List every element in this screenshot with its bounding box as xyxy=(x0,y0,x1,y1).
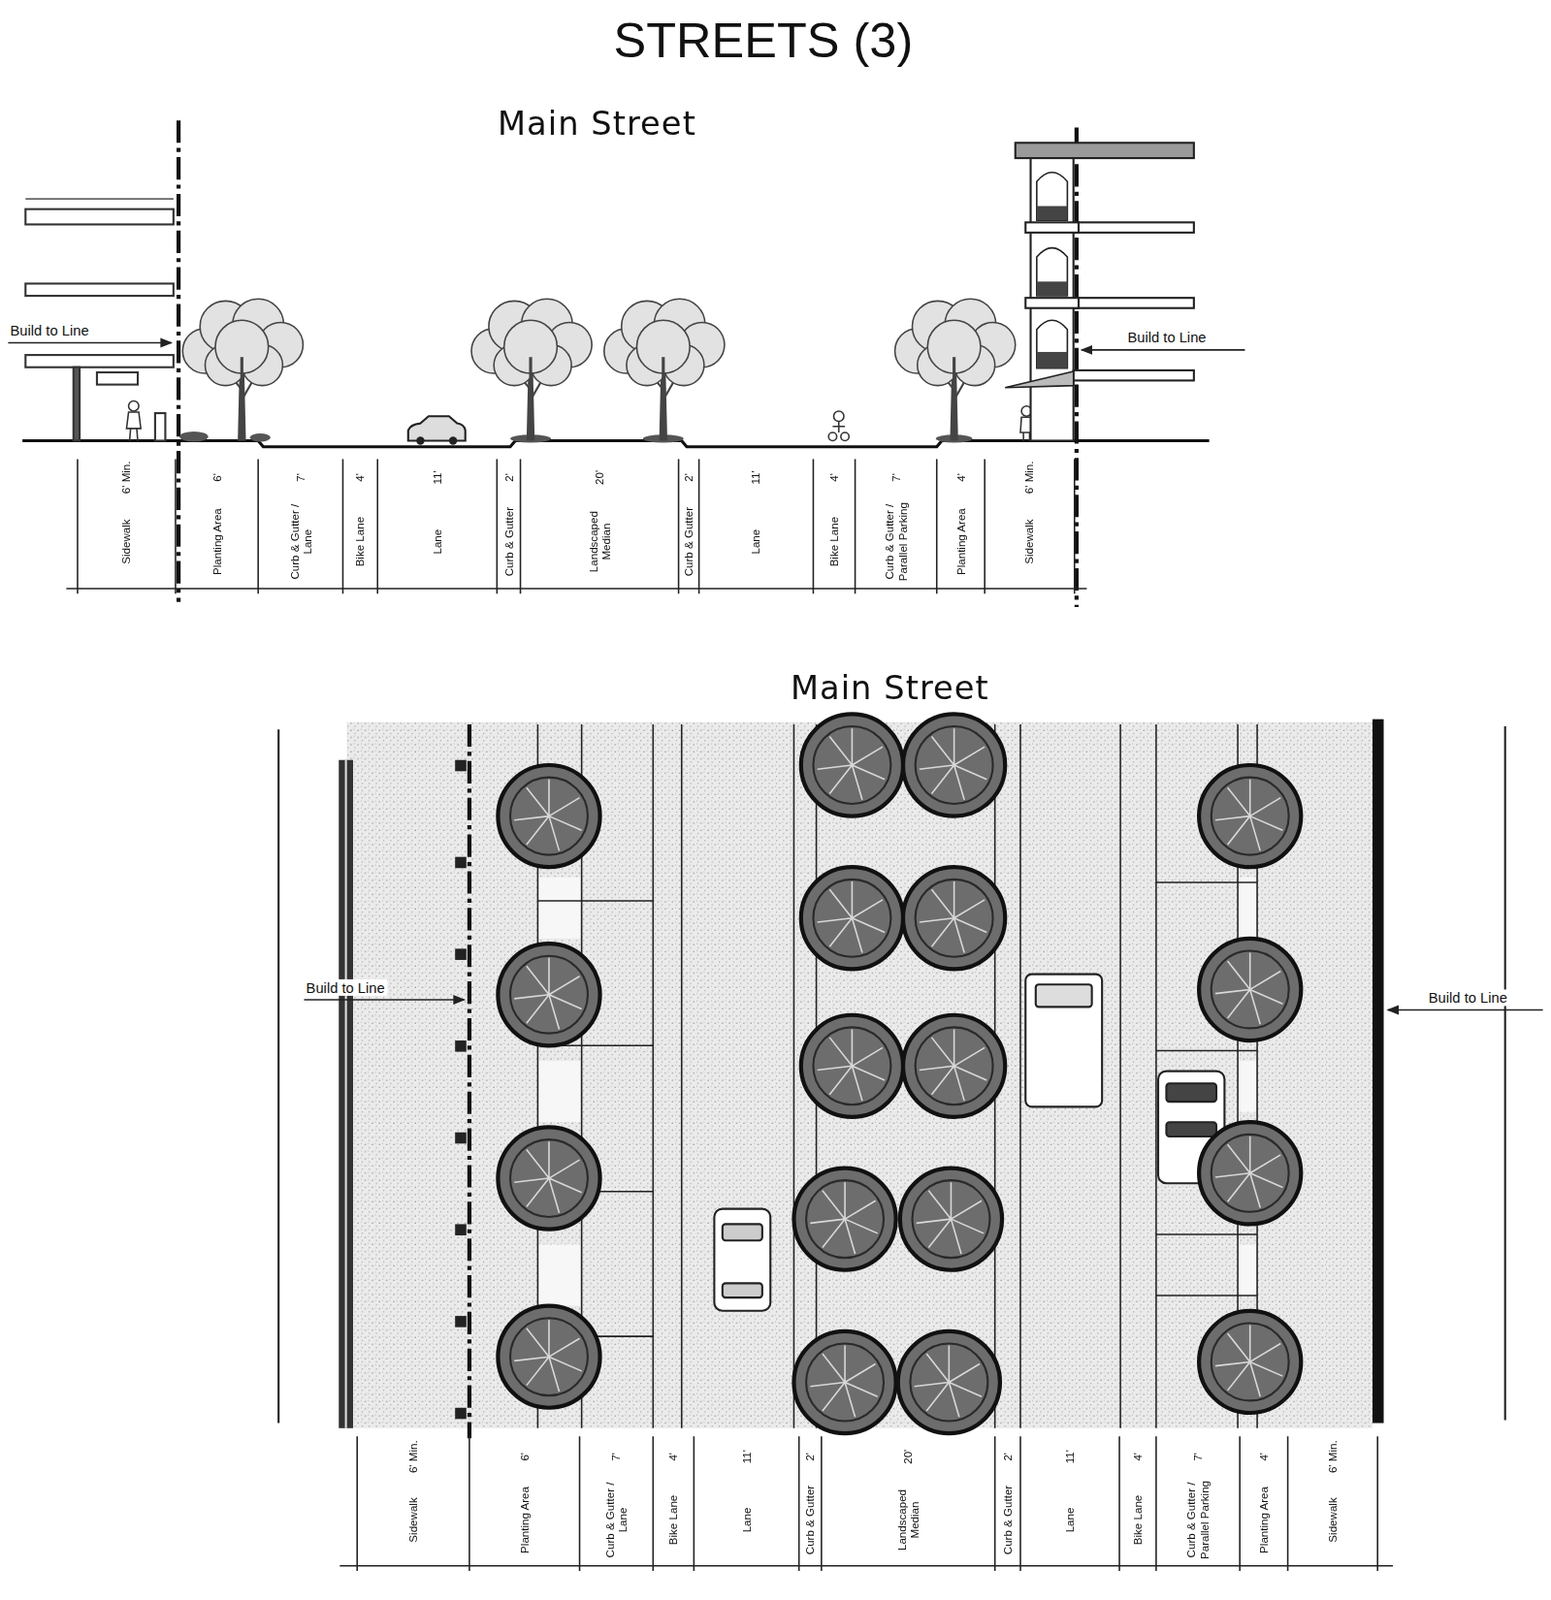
zone-label: Planting Area xyxy=(517,1478,531,1562)
dimension-label: 11' xyxy=(1063,1436,1076,1478)
dimension-label: 7' xyxy=(610,1436,623,1478)
build-to-line-label: Build to Line xyxy=(1426,989,1510,1006)
dimension-label: 4' xyxy=(1257,1436,1270,1478)
zone-label: Sidewalk xyxy=(406,1478,420,1562)
zone-label: Planting Area xyxy=(954,499,968,583)
zone-label: Lane xyxy=(740,1478,753,1562)
zone-label: Curb & Gutter xyxy=(804,1478,817,1562)
dimension-label: 6' Min. xyxy=(120,456,133,498)
zone-label: Sidewalk xyxy=(1023,499,1036,583)
dimension-label: 6' Min. xyxy=(1325,1436,1339,1478)
page-title: STREETS (3) xyxy=(613,12,914,69)
plan-view xyxy=(278,713,1543,1572)
section-title: Main Street xyxy=(497,105,697,144)
zone-label: Bike Lane xyxy=(667,1478,680,1562)
zone-label: Bike Lane xyxy=(1130,1478,1144,1562)
zone-label: Curb & Gutter xyxy=(1001,1478,1014,1562)
dimension-label: 11' xyxy=(740,1436,753,1478)
dimension-label: 7' xyxy=(889,456,903,498)
dimension-label: 4' xyxy=(1130,1436,1144,1478)
dimension-label: 2' xyxy=(681,456,695,498)
zone-label: Bike Lane xyxy=(354,499,367,583)
dimension-label: 20' xyxy=(592,456,606,498)
zone-label: Curb & Gutter / Parallel Parking xyxy=(1185,1478,1212,1562)
zone-label: Curb & Gutter xyxy=(681,499,695,583)
dimension-label: 20' xyxy=(902,1436,915,1478)
dimension-label: 11' xyxy=(430,456,444,498)
zone-label: Bike Lane xyxy=(827,499,841,583)
zone-label: Curb & Gutter / Lane xyxy=(288,499,315,583)
build-to-line-label: Build to Line xyxy=(303,979,387,997)
zone-label: Landscaped Median xyxy=(895,1478,922,1562)
dimension-label: 4' xyxy=(827,456,841,498)
dimension-label: 4' xyxy=(954,456,968,498)
build-to-line-label: Build to Line xyxy=(7,322,91,339)
dimension-label: 4' xyxy=(667,1436,680,1478)
zone-label: Curb & Gutter / Parallel Parking xyxy=(882,499,909,583)
zone-label: Sidewalk xyxy=(120,499,133,583)
dimension-label: 7' xyxy=(293,456,307,498)
zone-label: Curb & Gutter xyxy=(502,499,516,583)
section-title: Main Street xyxy=(790,670,990,709)
zone-label: Planting Area xyxy=(1257,1478,1270,1562)
dimension-label: 2' xyxy=(804,1436,817,1478)
zone-label: Lane xyxy=(749,499,763,583)
dimension-label: 11' xyxy=(749,456,763,498)
section-view xyxy=(7,120,1245,608)
dimension-label: 2' xyxy=(502,456,516,498)
dimension-label: 7' xyxy=(1191,1436,1204,1478)
zone-label: Landscaped Median xyxy=(586,499,614,583)
zone-label: Curb & Gutter / Lane xyxy=(603,1478,630,1562)
zone-label: Lane xyxy=(1063,1478,1076,1562)
dimension-label: 6' xyxy=(517,1436,531,1478)
zone-label: Lane xyxy=(430,499,444,583)
dimension-label: 2' xyxy=(1001,1436,1014,1478)
zone-label: Planting Area xyxy=(210,499,224,583)
dimension-label: 6' xyxy=(210,456,224,498)
dimension-label: 6' Min. xyxy=(406,1436,420,1478)
dimension-label: 6' Min. xyxy=(1023,456,1036,498)
build-to-line-label: Build to Line xyxy=(1125,329,1208,347)
zone-label: Sidewalk xyxy=(1325,1478,1339,1562)
dimension-label: 4' xyxy=(354,456,367,498)
